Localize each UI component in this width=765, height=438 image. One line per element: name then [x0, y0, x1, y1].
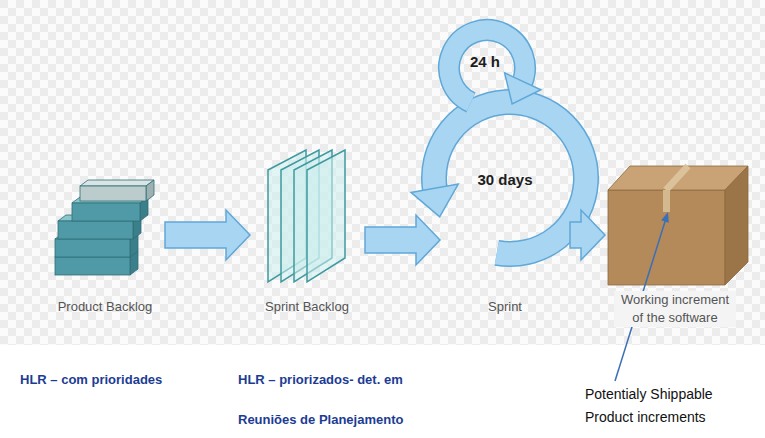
- box-tape: [663, 190, 670, 212]
- sprint-node: 24 h 30 daysSprint: [440, 25, 570, 325]
- node-caption: Sprint: [488, 298, 522, 316]
- node-caption: Working increment of the software: [614, 291, 736, 327]
- duration-text: 30 days: [477, 171, 532, 189]
- backlog-item: [80, 180, 154, 201]
- item-front: [58, 221, 133, 239]
- box-front: [608, 190, 725, 285]
- sprint-sheets: [268, 150, 345, 282]
- duration-text: 24 h: [470, 53, 500, 71]
- item-side: [146, 180, 154, 201]
- loop-outline: [434, 102, 586, 254]
- node-caption: Sprint Backlog: [265, 298, 349, 316]
- item-front: [55, 239, 130, 257]
- box-side: [725, 166, 748, 285]
- node-caption: Product Backlog: [58, 298, 153, 316]
- flow-arrow: [365, 215, 440, 265]
- flow-arrow: [165, 210, 250, 260]
- flow-arrow: [570, 210, 605, 260]
- item-front: [80, 186, 146, 201]
- callout-note: Potentialy Shippable Product increments: [585, 383, 740, 429]
- loop-arrowhead: [411, 184, 458, 217]
- item-top: [80, 180, 154, 186]
- item-front: [55, 257, 130, 275]
- box-top: [608, 166, 748, 190]
- item-front: [72, 203, 140, 221]
- sprint-backlog-node: Sprint Backlog: [250, 145, 365, 325]
- increment-node: Working increment of the software: [605, 155, 750, 331]
- box-tape: [666, 166, 688, 190]
- loop-arrowhead: [505, 73, 541, 104]
- loop-body: [434, 102, 586, 254]
- leader-arrowhead: [661, 212, 669, 223]
- sprint-loops: [411, 30, 586, 254]
- checker-ground: [0, 0, 765, 345]
- backlog-node: Product Backlog: [45, 160, 165, 325]
- loop-arrow: [411, 102, 586, 254]
- phase-note: HLR – com prioridades: [20, 370, 162, 390]
- shippable-box: [608, 166, 748, 285]
- phase-note: HLR – priorizados- det. em Reuniões de P…: [238, 360, 463, 438]
- loop-arrow: [449, 30, 541, 104]
- sheet: [307, 150, 345, 282]
- backlog-stack: [55, 180, 154, 275]
